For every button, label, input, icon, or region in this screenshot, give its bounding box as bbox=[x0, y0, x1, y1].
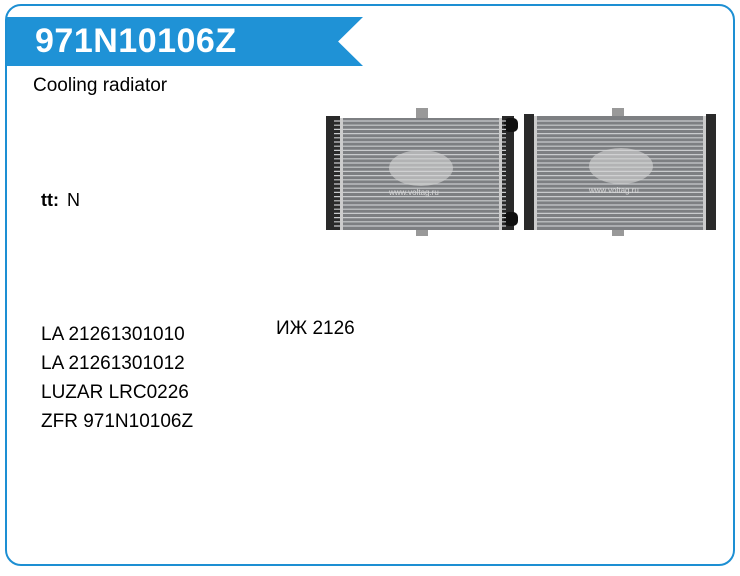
cross-reference-item: LA 21261301010 bbox=[41, 324, 185, 345]
cross-reference-list: LA 21261301010 LA 21261301012 LUZAR LRC0… bbox=[41, 320, 193, 436]
part-description: Cooling radiator bbox=[33, 75, 168, 96]
watermark-text: www.voltag.ru bbox=[388, 188, 439, 197]
part-number-title: 971N10106Z bbox=[35, 22, 237, 60]
watermark-text: www.voltag.ru bbox=[588, 186, 639, 195]
watermark-logo-icon bbox=[589, 148, 653, 184]
part-number-banner bbox=[7, 17, 363, 66]
attribute-label: tt: bbox=[41, 190, 59, 210]
radiator-image-back: www.voltag.ru bbox=[524, 108, 716, 236]
attribute-tt: tt: N bbox=[41, 190, 80, 211]
watermark-logo-icon bbox=[389, 150, 453, 186]
application-item: ИЖ 2126 bbox=[276, 318, 355, 339]
cross-reference-item: LUZAR LRC0226 bbox=[41, 382, 189, 403]
cross-reference-item: LA 21261301012 bbox=[41, 353, 185, 374]
radiator-image-front: www.voltag.ru bbox=[326, 108, 518, 236]
application-list: ИЖ 2126 bbox=[276, 318, 355, 340]
attribute-value: N bbox=[66, 190, 80, 210]
cross-reference-item: ZFR 971N10106Z bbox=[41, 411, 194, 432]
product-card-frame bbox=[5, 4, 735, 566]
